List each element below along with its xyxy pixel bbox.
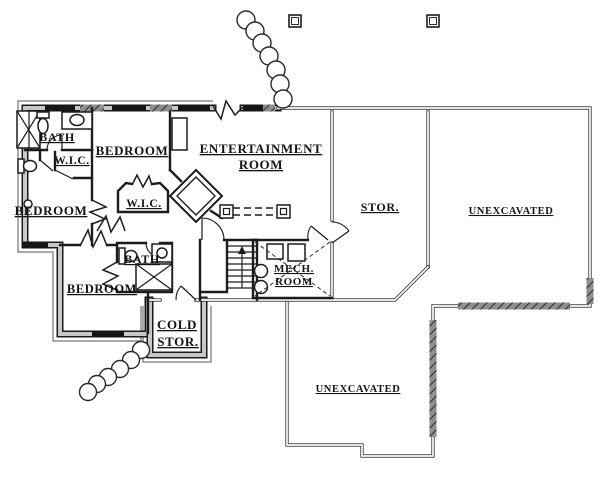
- door-break-bedroom-divider: [79, 227, 108, 250]
- bath-lower-fixtures: [118, 243, 173, 291]
- label-cold-2: STOR.: [157, 334, 198, 349]
- bushes-bottom: [78, 340, 151, 402]
- door-break-bedroom-left: [87, 199, 108, 225]
- foundation-hatch-bottom-right: [458, 302, 570, 310]
- door-swing-stairs: [201, 217, 225, 241]
- post: [222, 207, 231, 216]
- window-bar: [112, 104, 146, 112]
- door-leaf-mech: [310, 225, 329, 241]
- door-swing-mech: [307, 225, 312, 241]
- window-bar: [45, 104, 75, 112]
- deck-post-markers: [288, 14, 440, 28]
- toilet-upper-bowl: [37, 117, 49, 135]
- door-break-bedroom-upper: [96, 214, 126, 234]
- label-mech-2: ROOM: [275, 276, 313, 288]
- bush: [273, 89, 293, 109]
- label-unexcavated-bottom: UNEXCAVATED: [316, 384, 401, 395]
- label-bath-upper: BATH: [39, 130, 75, 144]
- label-entertainment-2: ROOM: [239, 157, 283, 172]
- sink-upper: [69, 113, 85, 127]
- door-break-wic-lower: [131, 173, 153, 189]
- deck-post-marker: [288, 14, 302, 28]
- wall-hatch-bar: [150, 104, 172, 112]
- label-bedroom-left: BEDROOM: [15, 203, 88, 218]
- door-leaf-storage: [331, 230, 350, 244]
- bushes-top: [236, 10, 293, 109]
- deck-edge: [219, 204, 291, 219]
- post-footing: [276, 204, 291, 219]
- toilet-lower-bowl: [124, 249, 138, 263]
- sink-nook: [23, 199, 33, 209]
- label-cold-1: COLD: [157, 317, 197, 332]
- label-bedroom-upper: BEDROOM: [96, 143, 169, 158]
- wall-wic-upper: [53, 148, 94, 180]
- stair-direction-arrow: [238, 246, 246, 254]
- room-labels: BATH W.I.C. BEDROOM ENTERTAINMENT ROOM B…: [15, 130, 554, 395]
- water-softener: [287, 243, 306, 262]
- sink-lower: [156, 247, 168, 259]
- door-break-bedroom-lower: [101, 261, 120, 291]
- bath-upper-fixtures: [16, 110, 93, 209]
- door-leaf-toilet-nook: [39, 159, 54, 172]
- label-bath-lower: BATH: [124, 252, 160, 266]
- label-wic-upper: W.I.C.: [54, 155, 89, 167]
- shower-lower-x: [135, 263, 173, 291]
- door-break-top-entry: [212, 99, 244, 121]
- wall-wic-lower: [116, 181, 170, 214]
- label-bedroom-lower: BEDROOM: [67, 282, 137, 296]
- mech-room-equipment: [253, 241, 331, 297]
- label-storage: STOR.: [361, 200, 399, 214]
- water-heater: [253, 263, 269, 279]
- staircase: [201, 217, 257, 289]
- label-unexcavated-right: UNEXCAVATED: [469, 206, 554, 217]
- toilet-upper-tank: [36, 111, 50, 119]
- window-bar-bedroom-lower: [92, 330, 124, 338]
- foundation-walls: [146, 106, 592, 458]
- fireplace: [168, 168, 224, 224]
- door-leaf-cold-storage: [180, 285, 197, 301]
- door-breaks: [79, 99, 244, 291]
- label-mech-1: MECH.: [274, 263, 314, 275]
- fireplace-inner: [176, 176, 216, 216]
- window-bar: [178, 104, 210, 112]
- post-footing: [219, 204, 234, 219]
- deck-post-marker: [426, 14, 440, 28]
- label-wic-lower: W.I.C.: [126, 198, 161, 210]
- wall-chase: [171, 117, 188, 151]
- foundation-hatch-right-vertical: [586, 278, 594, 304]
- post: [279, 207, 288, 216]
- toilet-nook-bowl: [22, 159, 38, 173]
- window-bar-bedroom-left: [22, 241, 48, 249]
- door-swing-storage: [331, 221, 350, 232]
- deck-post-marker-inner: [291, 17, 299, 25]
- foundation-hatch-mid-vertical: [429, 320, 437, 437]
- wall-hatch-bar: [263, 104, 275, 112]
- deck-post-marker-inner: [429, 17, 437, 25]
- shower-upper-x: [16, 110, 41, 149]
- overhead-edge-dashed: [233, 207, 277, 216]
- wall-bath-lower: [115, 241, 174, 294]
- door-swing-cold-storage: [175, 285, 182, 301]
- bush: [78, 382, 98, 402]
- label-entertainment-1: ENTERTAINMENT: [200, 141, 323, 156]
- door-swing-bath-upper: [46, 134, 63, 151]
- door-leaf-wic-upper: [54, 169, 74, 180]
- window-bar: [243, 104, 263, 112]
- mech-room-dashed-x: [254, 241, 331, 297]
- furnace: [266, 243, 284, 260]
